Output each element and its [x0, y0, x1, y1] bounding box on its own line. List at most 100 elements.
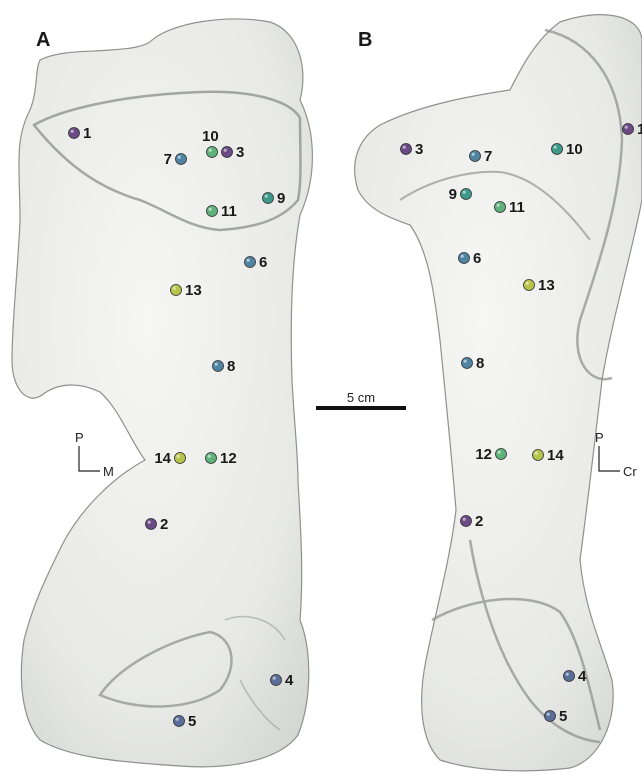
landmark-marker-highlight	[498, 451, 501, 454]
landmark-marker	[222, 147, 233, 158]
landmark-label: 14	[154, 450, 171, 467]
landmark-label: 13	[538, 277, 555, 294]
landmark-marker	[564, 671, 575, 682]
landmark-marker	[470, 151, 481, 162]
landmark-label: 6	[473, 250, 481, 267]
landmark-label: 2	[160, 516, 168, 533]
orientation-b-cranial: Cr	[623, 464, 637, 479]
landmark-label: 12	[220, 450, 237, 467]
landmark-marker	[207, 147, 218, 158]
landmark-marker-highlight	[463, 191, 466, 194]
landmark-marker-highlight	[177, 455, 180, 458]
landmark-marker-highlight	[273, 677, 276, 680]
orientation-b-proximal: P	[595, 430, 604, 445]
landmark-label: 13	[185, 282, 202, 299]
landmark-marker-highlight	[464, 360, 467, 363]
landmark-marker-highlight	[148, 521, 151, 524]
landmark-label: 8	[227, 358, 235, 375]
landmark-marker-highlight	[535, 452, 538, 455]
landmark-label: 9	[277, 190, 285, 207]
landmark-label: 14	[547, 447, 564, 464]
landmark-marker-highlight	[463, 518, 466, 521]
landmark-marker	[69, 128, 80, 139]
landmark-marker-highlight	[403, 146, 406, 149]
femur-b-outline	[355, 15, 642, 771]
orientation-key-b: P Cr	[595, 430, 637, 479]
landmark-marker-highlight	[265, 195, 268, 198]
landmark-label: 10	[202, 128, 219, 145]
landmark-label: 1	[83, 125, 91, 142]
landmark-marker-highlight	[247, 259, 250, 262]
landmark-marker	[263, 193, 274, 204]
femur-view-b	[355, 15, 642, 771]
landmark-marker-highlight	[178, 156, 181, 159]
landmark-marker	[496, 449, 507, 460]
landmark-marker	[545, 711, 556, 722]
landmark-label: 5	[559, 708, 567, 725]
landmark-label: 5	[188, 713, 196, 730]
orientation-a-proximal: P	[75, 430, 84, 445]
landmark-marker	[461, 516, 472, 527]
landmark-marker-highlight	[176, 718, 179, 721]
scale-bar-label: 5 cm	[347, 390, 375, 405]
landmark-marker	[495, 202, 506, 213]
landmark-label: 7	[484, 148, 492, 165]
landmark-marker	[213, 361, 224, 372]
landmark-label: 3	[415, 141, 423, 158]
landmark-marker-highlight	[224, 149, 227, 152]
orientation-key-a: P M	[75, 430, 114, 479]
landmark-marker-highlight	[71, 130, 74, 133]
landmark-marker	[206, 453, 217, 464]
landmark-marker-highlight	[566, 673, 569, 676]
landmark-marker-highlight	[209, 149, 212, 152]
landmark-marker	[462, 358, 473, 369]
orientation-key-a-axes	[79, 446, 100, 471]
landmark-label: 1	[637, 121, 642, 138]
landmark-marker-highlight	[526, 282, 529, 285]
landmark-label: 8	[476, 355, 484, 372]
landmark-marker-highlight	[461, 255, 464, 258]
panel-label-b: B	[358, 29, 372, 51]
landmark-marker	[176, 154, 187, 165]
landmark-marker-highlight	[497, 204, 500, 207]
landmark-label: 4	[578, 668, 587, 685]
landmark-marker-highlight	[215, 363, 218, 366]
landmark-label: 4	[285, 672, 294, 689]
landmark-marker	[175, 453, 186, 464]
landmark-marker	[461, 189, 472, 200]
landmark-label: 7	[164, 151, 172, 168]
landmark-label: 11	[221, 203, 237, 220]
landmark-label: 6	[259, 254, 267, 271]
landmark-marker	[245, 257, 256, 268]
landmark-marker	[207, 206, 218, 217]
landmark-label: 10	[566, 141, 583, 158]
landmark-marker	[174, 716, 185, 727]
landmark-marker	[271, 675, 282, 686]
landmark-marker	[171, 285, 182, 296]
landmark-marker-highlight	[209, 208, 212, 211]
orientation-a-medial: M	[103, 464, 114, 479]
scale-bar: 5 cm	[316, 390, 406, 408]
landmark-label: 3	[236, 144, 244, 161]
landmark-marker	[401, 144, 412, 155]
landmark-marker-highlight	[625, 126, 628, 129]
landmark-marker	[146, 519, 157, 530]
landmark-marker-highlight	[208, 455, 211, 458]
landmark-marker	[623, 124, 634, 135]
panel-label-a: A	[36, 29, 50, 51]
landmark-label: 11	[509, 199, 525, 216]
orientation-key-b-axes	[599, 446, 620, 471]
femur-a-outline	[12, 19, 312, 767]
landmark-marker-highlight	[173, 287, 176, 290]
landmark-marker-highlight	[554, 146, 557, 149]
landmark-label: 12	[475, 446, 492, 463]
femur-view-a	[12, 19, 312, 767]
landmark-marker	[524, 280, 535, 291]
landmark-marker	[533, 450, 544, 461]
landmark-marker	[459, 253, 470, 264]
landmark-label: 9	[449, 186, 457, 203]
landmark-marker	[552, 144, 563, 155]
landmark-marker-highlight	[472, 153, 475, 156]
landmark-marker-highlight	[547, 713, 550, 716]
